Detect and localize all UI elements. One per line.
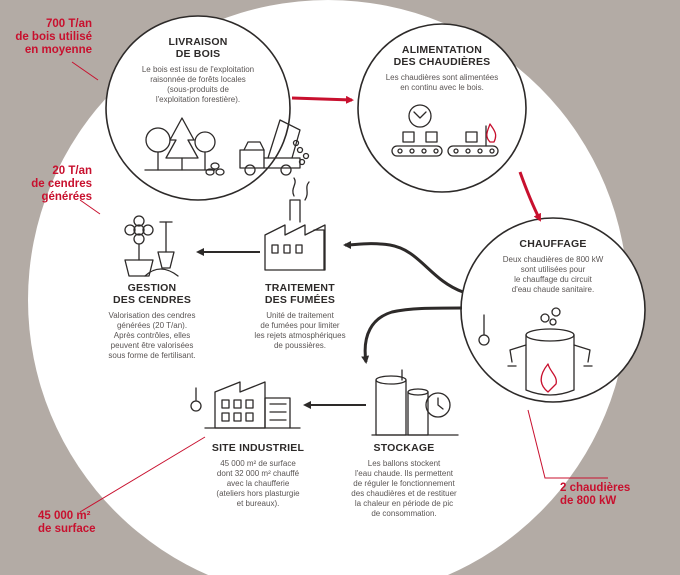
stockage-title: STOCKAGE <box>373 442 435 454</box>
leader-chaudieres <box>527 409 608 479</box>
step-gestion: GESTION DES CENDRES Valorisation des cen… <box>92 282 212 361</box>
truck-icon <box>239 119 310 176</box>
chauffage-text: Deux chaudières de 800 kW sont utilisées… <box>502 255 604 294</box>
ash-recycling-icon <box>124 215 179 277</box>
arrow-chauffage-to-stockage <box>361 306 463 364</box>
leader-cendres <box>79 199 101 215</box>
leader-surface <box>79 436 206 513</box>
livraison-title: LIVRAISON DE BOIS <box>168 36 228 60</box>
boiler-icon <box>478 307 593 396</box>
site-text: 45 000 m² de surface dont 32 000 m² chau… <box>216 459 300 508</box>
site-title: SITE INDUSTRIEL <box>211 442 305 454</box>
livraison-text: Le bois est issu de l'exploitation raiso… <box>141 65 255 104</box>
conveyor-icon <box>391 104 499 157</box>
flame-small-icon <box>486 123 497 143</box>
stat-chaudieres: 2 chaudières de 800 kW <box>560 482 631 507</box>
step-livraison: LIVRAISON DE BOIS Le bois est issu de l'… <box>128 36 268 105</box>
chauffage-title: CHAUFFAGE <box>519 238 587 250</box>
traitement-title: TRAITEMENT DES FUMÉES <box>264 282 336 306</box>
step-alimentation: ALIMENTATION DES CHAUDIÈRES Les chaudièr… <box>377 44 507 93</box>
forest-icon <box>144 117 225 176</box>
traitement-text: Unité de traitement de fumées pour limit… <box>254 311 346 350</box>
arrow-chauffage-to-traitement <box>343 240 464 294</box>
step-site: SITE INDUSTRIEL 45 000 m² de surface don… <box>190 442 326 509</box>
gestion-text: Valorisation des cendres générées (20 T/… <box>108 311 196 360</box>
step-traitement: TRAITEMENT DES FUMÉES Unité de traitemen… <box>240 282 360 351</box>
fume-treatment-icon <box>264 177 326 271</box>
boiler-flame-icon <box>540 363 557 393</box>
stat-surface: 45 000 m² de surface <box>38 510 96 535</box>
alimentation-text: Les chaudières sont alimentées en contin… <box>385 73 499 92</box>
arrow-livraison-to-alimentation <box>291 95 354 104</box>
step-stockage: STOCKAGE Les ballons stockent l'eau chau… <box>336 442 472 519</box>
alimentation-title: ALIMENTATION DES CHAUDIÈRES <box>393 44 491 68</box>
stat-cendres: 20 T/an de cendres générées <box>31 165 92 203</box>
stat-bois: 700 T/an de bois utilisé en moyenne <box>15 18 92 56</box>
gestion-title: GESTION DES CENDRES <box>112 282 192 306</box>
alimentation-circle <box>357 23 527 193</box>
industrial-site-icon <box>190 381 301 429</box>
stockage-text: Les ballons stockent l'eau chaude. Ils p… <box>351 459 457 518</box>
storage-tanks-icon <box>371 369 459 436</box>
livraison-circle <box>105 15 291 201</box>
arrow-alimentation-to-chauffage <box>518 171 542 222</box>
step-chauffage: CHAUFFAGE Deux chaudières de 800 kW sont… <box>488 238 618 295</box>
leader-bois <box>71 61 99 81</box>
